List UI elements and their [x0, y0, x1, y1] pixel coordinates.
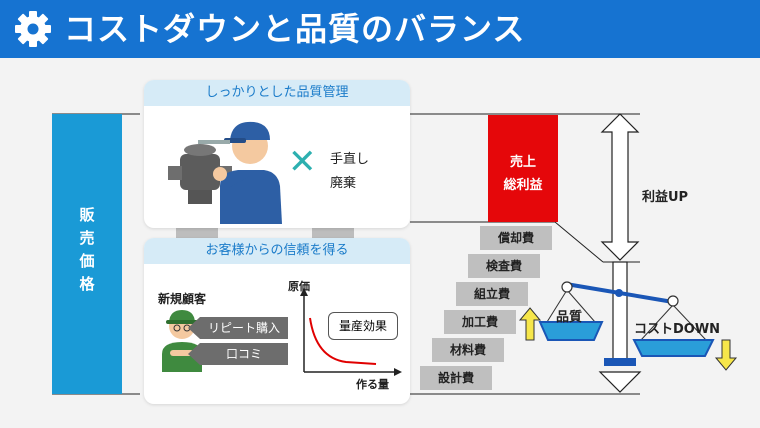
sales-price-bar: 販 売 価 格	[52, 114, 122, 394]
card-connector	[176, 226, 218, 240]
quality-card: しっかりとした品質管理 ✕ 手直し 廃棄	[144, 80, 410, 228]
gross-profit-label: 総利益	[503, 178, 543, 193]
up-arrow-icon	[518, 307, 542, 341]
page-title: コストダウンと品質のバランス	[64, 10, 526, 48]
scrap-label: 廃棄	[330, 176, 357, 191]
profit-up-label: 利益UP	[642, 190, 689, 205]
price-char: 販	[79, 206, 95, 224]
worker-illustration	[168, 121, 282, 224]
cost-step-depreciation: 償却費	[480, 226, 552, 250]
word-of-mouth-pill: 口コミ	[188, 343, 288, 365]
rework-label: 手直し	[330, 152, 370, 167]
right-pan	[632, 339, 715, 357]
quality-card-title: しっかりとした品質管理	[144, 80, 410, 106]
cost-step-material: 材料費	[432, 338, 504, 362]
card-connector	[312, 226, 354, 240]
graph-x-label: 作る量	[356, 378, 389, 391]
price-char: 価	[79, 252, 95, 270]
repeat-purchase-pill: リピート購入	[188, 317, 288, 339]
cost-step-assembly: 組立費	[456, 282, 528, 306]
quality-pan-label: 品質	[556, 310, 583, 325]
mass-production-bubble: 量産効果	[328, 312, 398, 340]
cost-down-pan-label: コストDOWN	[634, 322, 721, 337]
cost-curve-graph	[300, 288, 402, 376]
graph-y-label: 原価	[288, 280, 310, 293]
cost-step-inspection: 検査費	[468, 254, 540, 278]
no-mark-icon: ✕	[288, 142, 317, 182]
price-char: 格	[79, 275, 95, 293]
sales-label: 売上	[509, 155, 536, 170]
price-char: 売	[79, 229, 95, 247]
profit-arrow	[600, 113, 640, 261]
cost-step-design: 設計費	[420, 366, 492, 390]
down-arrow-icon	[714, 339, 738, 371]
cost-step-processing: 加工費	[444, 310, 516, 334]
new-customer-label: 新規顧客	[158, 292, 207, 306]
left-pan	[538, 321, 604, 341]
gear-icon	[15, 11, 51, 47]
trust-card-title: お客様からの信頼を得る	[144, 238, 410, 264]
gross-profit-box: 売上 総利益	[488, 115, 558, 222]
header-bar: コストダウンと品質のバランス	[0, 0, 760, 58]
